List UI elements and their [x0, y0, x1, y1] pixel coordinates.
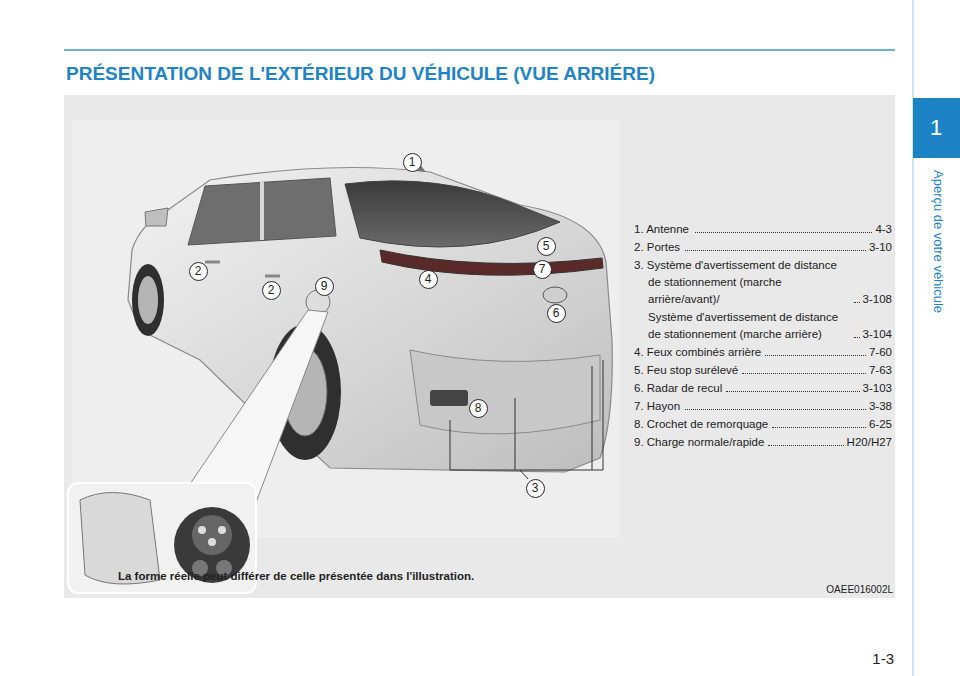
callout-number: 8 — [475, 402, 482, 414]
door-handle — [205, 261, 220, 264]
page-ref: 7-63 — [869, 362, 892, 379]
reflector — [430, 390, 468, 406]
page-ref: 4-3 — [875, 221, 892, 238]
dot-leader — [854, 302, 860, 303]
callout-number: 1 — [930, 115, 942, 141]
callout-number: 5 — [543, 240, 550, 252]
item-name: 1. Antenne — [634, 221, 691, 238]
item-name: 4. Feux combinés arrière — [634, 344, 761, 361]
pin — [198, 526, 206, 534]
index-row: 6. Radar de recul 3-103 — [634, 380, 892, 397]
item-name: 9. Charge normale/rapide — [634, 434, 764, 451]
inset-leader — [190, 310, 328, 505]
car — [128, 162, 612, 472]
callout-circle: 6 — [547, 304, 566, 323]
callout-circle: 9 — [315, 277, 334, 296]
bracket-line — [520, 470, 528, 479]
dot-leader — [685, 409, 866, 410]
callout-number: 2 — [195, 265, 202, 277]
callout-circle: 3 — [526, 479, 545, 498]
page-number: 1-3 — [872, 650, 894, 667]
page-ref: 3-10 — [869, 239, 892, 256]
callout-number: 2 — [268, 284, 275, 296]
bracket-line — [450, 360, 603, 470]
car-body — [128, 168, 612, 473]
callout-circle: 2 — [262, 281, 281, 300]
side-window — [188, 178, 336, 245]
chapter-name: Aperçu de votre véhicule — [931, 170, 946, 313]
index-row: 5. Feu stop surélevé 7-63 — [634, 362, 892, 379]
socket-ac — [192, 515, 232, 555]
page-ref: 3-104 — [863, 326, 892, 343]
door-handle — [265, 275, 280, 278]
index-row: 3. Système d'avertissement de distance d… — [634, 257, 892, 308]
figure-panel — [64, 95, 895, 598]
bracket-line — [592, 366, 593, 470]
callout-number: 6 — [553, 307, 560, 319]
item-name: 5. Feu stop surélevé — [634, 362, 738, 379]
index-row: 8. Crochet de remorquage 6-25 — [634, 416, 892, 433]
bracket-line — [515, 398, 516, 470]
header-rule — [64, 49, 895, 51]
page-ref: H20/H27 — [847, 434, 892, 451]
side-mirror — [145, 208, 168, 226]
dot-leader — [765, 355, 866, 356]
index-row: 9. Charge normale/rapide H20/H27 — [634, 434, 892, 451]
dot-leader — [726, 391, 859, 392]
front-wheel — [132, 264, 164, 336]
callout-number: 3 — [532, 482, 539, 494]
dot-leader — [854, 337, 860, 338]
page-ref: 3-108 — [863, 291, 892, 308]
item-name: Système d'avertissement de distance de s… — [634, 309, 850, 343]
index-row: 1. Antenne 4-3 — [634, 221, 892, 238]
callout-circle: 7 — [533, 260, 552, 279]
index-row: Système d'avertissement de distance de s… — [634, 309, 892, 343]
emblem — [543, 287, 567, 303]
item-name: 7. Hayon — [634, 398, 681, 415]
pin — [208, 538, 216, 546]
dot-leader — [742, 373, 866, 374]
callout-number: 4 — [425, 273, 432, 285]
pin — [218, 526, 226, 534]
callout-number: 7 — [539, 263, 546, 275]
dot-leader — [685, 250, 866, 251]
rear-bumper — [410, 350, 600, 434]
page-ref: 3-38 — [869, 398, 892, 415]
callout-circle: 8 — [469, 399, 488, 418]
item-name: 2. Portes — [634, 239, 681, 256]
dot-leader — [695, 232, 873, 233]
door-pillar — [260, 182, 264, 240]
page-ref: 7-60 — [869, 344, 892, 361]
callout-circle: 1 — [403, 153, 422, 172]
index-row: 7. Hayon 3-38 — [634, 398, 892, 415]
item-name: 8. Crochet de remorquage — [634, 416, 768, 433]
dot-leader — [768, 445, 843, 446]
dot-leader — [772, 427, 866, 428]
callout-number: 9 — [321, 280, 328, 292]
caption: La forme réelle peut différer de celle p… — [118, 570, 474, 582]
index-row: 2. Portes 3-10 — [634, 239, 892, 256]
item-name: 6. Radar de recul — [634, 380, 722, 397]
index-row: 4. Feux combinés arrière 7-60 — [634, 344, 892, 361]
front-rim — [138, 276, 158, 324]
chapter-tab: 1 — [913, 98, 960, 158]
page-title: PRÉSENTATION DE L'EXTÉRIEUR DU VÉHICULE … — [66, 63, 655, 85]
sensor-bracket — [450, 360, 603, 479]
tail-light — [380, 250, 603, 275]
page-ref: 6-25 — [869, 416, 892, 433]
figure-code: OAEE016002L — [826, 584, 893, 595]
page-ref: 3-103 — [863, 380, 892, 397]
callout-circle: 2 — [189, 262, 208, 281]
rear-glass — [345, 181, 560, 247]
image-ground — [72, 120, 620, 538]
callout-number: 1 — [409, 156, 416, 168]
callout-circle: 5 — [537, 237, 556, 256]
callout-circle: 4 — [419, 270, 438, 289]
item-name: 3. Système d'avertissement de distance d… — [634, 257, 850, 308]
